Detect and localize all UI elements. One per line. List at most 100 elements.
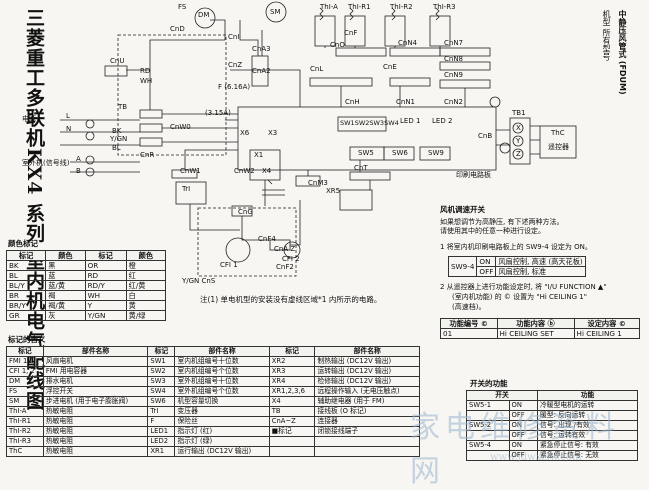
table-cell: BL/Y xyxy=(5,280,47,291)
table-cell: 辅助继电器 (用于 FM) xyxy=(314,396,420,407)
table-cell: FS xyxy=(6,386,44,397)
table-cell: 热敏电阻 xyxy=(42,406,149,417)
label-thi-r1: ThI-R1 xyxy=(348,3,371,11)
table-cell: 红/黄 xyxy=(125,280,167,291)
label-thi-r3: ThI-R3 xyxy=(433,3,456,11)
connector-cnh: CnH xyxy=(345,98,360,106)
connector-cnu: CnU xyxy=(110,57,125,65)
switch-header: 功能 xyxy=(536,390,639,401)
table-cell: 浮控开关 xyxy=(42,386,149,397)
table-cell: 蓝/黄 xyxy=(45,280,86,291)
table-cell xyxy=(314,446,420,457)
table-cell: 黄/绿 xyxy=(125,310,167,321)
table-cell: RD xyxy=(84,270,127,281)
connector-cnn4: CnN4 xyxy=(398,39,418,47)
switches-label: SW1SW2SW3SW4 xyxy=(340,119,399,127)
color-header-color: 颜色 xyxy=(45,250,86,261)
relay-x1: X1 xyxy=(254,151,264,159)
function-table: 功能编号 © 功能内容 ⓑ 设定内容 © 01 Hi CEILING SET H… xyxy=(440,318,641,339)
table-cell: 排水电机 xyxy=(42,376,149,387)
relay-x6: X6 xyxy=(240,129,250,137)
relay-x4: X4 xyxy=(262,167,272,175)
table-cell: 01 xyxy=(440,328,498,339)
table-cell: 蓝 xyxy=(45,270,86,281)
table-cell: 黑 xyxy=(45,260,86,271)
tb1-label: TB1 xyxy=(512,109,526,117)
table-cell xyxy=(314,436,420,447)
table-cell: 风扇控制, 高速 (高天花板) xyxy=(495,256,586,267)
table-cell: XR1 xyxy=(147,446,176,457)
table-cell: 红 xyxy=(125,270,167,281)
table-cell: 紧急停止信号: 无效 xyxy=(536,450,639,461)
table-row: SW9-4 ON 风扇控制, 高速 (高天花板) xyxy=(447,256,586,277)
color-legend-title: 颜色标记 xyxy=(8,239,38,248)
wiring-diagram-page: 三菱重工多联机KX4 系列 室内机电气配线图 中静压风管式 (FDUM) 机型 … xyxy=(5,1,641,489)
table-cell: LED1 xyxy=(147,426,176,437)
table-cell: 室外机组编号十位数 xyxy=(174,376,270,387)
table-cell: FMI 用电容器 xyxy=(42,366,149,377)
led1-label: LED 1 xyxy=(400,117,421,125)
table-cell: ■标记 xyxy=(268,426,316,437)
connector-cng: CnG xyxy=(238,208,253,216)
table-cell: 褐/黄 xyxy=(45,300,86,311)
remote-label: 室外机(信号线) xyxy=(22,159,70,167)
table-cell: 运转输出 (DC12V 输出) xyxy=(314,366,420,377)
color-header-mark2: 标记 xyxy=(84,250,127,261)
sw9-4-table: SW9-4 ON 风扇控制, 高速 (高天花板) OFF 风扇控制, 标准 xyxy=(447,256,586,277)
table-cell: 热敏电阻 xyxy=(42,446,149,457)
table-cell: CnA~Z xyxy=(268,416,316,427)
power-label: 电源 xyxy=(22,115,36,123)
function-header-setting: 设定内容 © xyxy=(573,318,641,329)
connector-cnw0: CnW0 xyxy=(170,123,191,131)
function-header-content: 功能内容 ⓑ xyxy=(496,318,575,329)
color-header-mark: 标记 xyxy=(5,250,47,261)
table-cell: ThI-R3 xyxy=(6,436,44,447)
fan-setting-title: 风机调速开关 xyxy=(440,205,485,214)
fan-setting-step2c: (高速档)。 xyxy=(452,303,486,311)
table-cell: OFF xyxy=(476,266,497,277)
connector-cnt: CnT xyxy=(354,164,368,172)
table-cell: 橙 xyxy=(125,260,167,271)
table-cell: 指示灯 (红) xyxy=(174,426,270,437)
fan-setting-desc1: 如果想调节为高静压, 有下述两种方法。 xyxy=(440,218,564,226)
term-y: Y xyxy=(516,137,521,145)
table-cell: 热敏电阻 xyxy=(42,426,149,437)
trl-label: TrI xyxy=(182,185,191,193)
remote-ctrl-label: 遥控器 xyxy=(548,143,569,151)
connector-cnn1: CnN1 xyxy=(396,98,416,106)
table-cell: 连接器 xyxy=(314,416,420,427)
connector-cnb: CnB xyxy=(478,132,493,140)
table-row: OFF 风扇控制, 标准 xyxy=(449,266,586,277)
table-cell: 黄 xyxy=(125,300,167,311)
table-cell: DM xyxy=(6,376,44,387)
watermark: 家电维修资料网 xyxy=(410,410,620,489)
cfi2-label: CFI 2 xyxy=(282,255,300,263)
fan-setting-desc2: 请使用其中的任意一种进行设定。 xyxy=(440,227,545,235)
table-cell: 热敏电阻 xyxy=(42,416,149,427)
parts-header: 标记 xyxy=(6,346,44,357)
table-cell: ON xyxy=(476,256,497,267)
term-z: Z xyxy=(516,150,521,158)
label-fs: FS xyxy=(178,3,187,11)
fan-setting-step2a: 2 从遥控器上进行功能设定时, 将 "I/U FUNCTION ▲" xyxy=(440,283,607,291)
label-thi-a: ThI-A xyxy=(320,3,338,11)
table-cell: TrI xyxy=(147,406,176,417)
connector-cnz: CnZ xyxy=(228,61,243,69)
table-cell: 运行输出 (DC12V 输出) xyxy=(174,446,270,457)
watermark-url: www.jdwxzlw.com xyxy=(490,452,582,463)
table-cell: FMI 1,2 xyxy=(6,356,44,367)
table-cell: BL xyxy=(5,270,47,281)
model-label: 中静压风管式 (FDUM) xyxy=(618,10,627,95)
color-header-color2: 颜色 xyxy=(125,250,167,261)
